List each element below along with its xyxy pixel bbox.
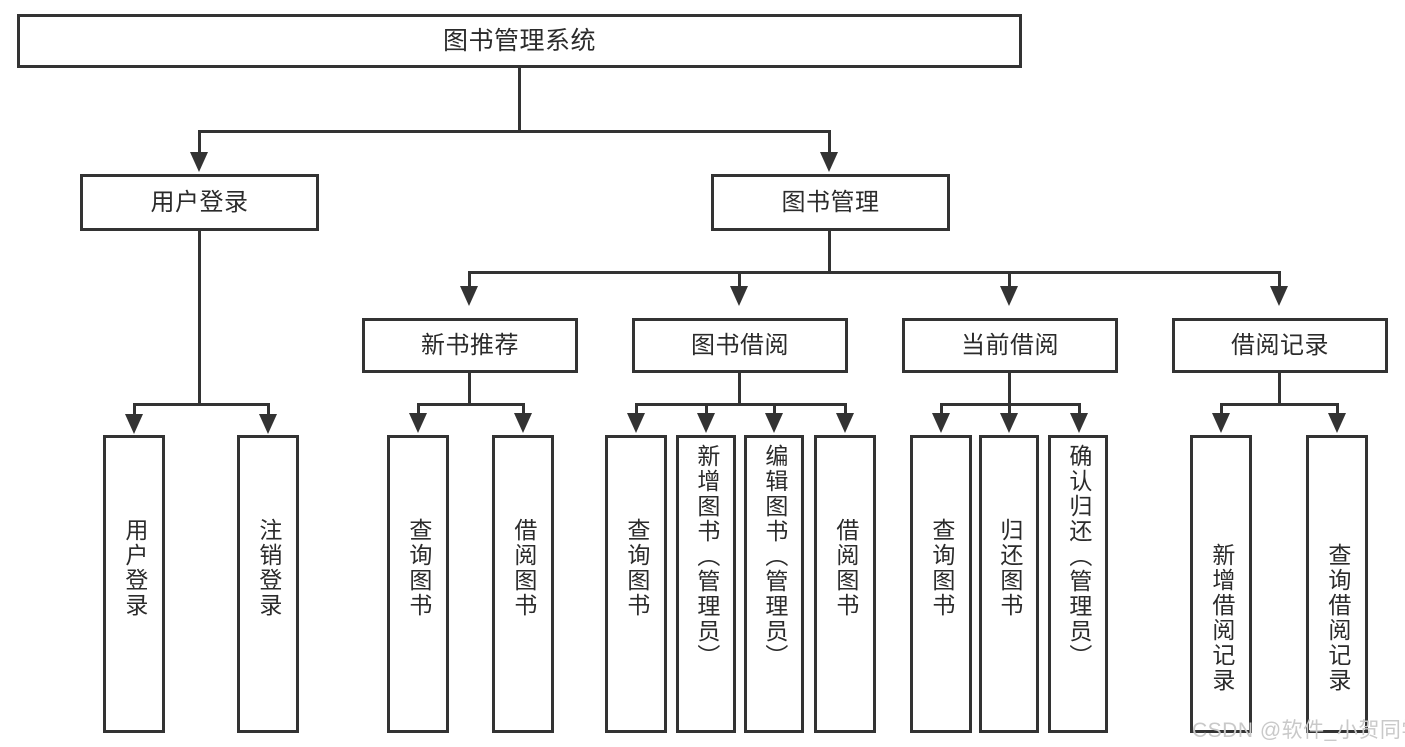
node-label: 查询图书 xyxy=(405,518,432,618)
arrowhead-leaf-add-book xyxy=(697,413,715,433)
connector-drop-user-login xyxy=(198,130,201,155)
node-label: 借阅图书 xyxy=(832,518,859,618)
node-label: 新书推荐 xyxy=(421,331,519,359)
connector-drop-book-management xyxy=(828,130,831,155)
node-leaf-borrow-book-1[interactable]: 借阅图书 xyxy=(492,435,554,733)
node-label: 图书管理 xyxy=(781,188,880,216)
node-new-book-recommend[interactable]: 新书推荐 xyxy=(362,318,578,373)
connector-drop-leaf-add-record xyxy=(1220,403,1223,417)
arrowhead-leaf-borrow-book-2 xyxy=(836,413,854,433)
node-leaf-borrow-book-2[interactable]: 借阅图书 xyxy=(814,435,876,733)
connector-drop-leaf-edit-book xyxy=(773,403,776,417)
node-label: 查询借阅记录 xyxy=(1324,543,1351,693)
node-label: 图书管理系统 xyxy=(442,26,596,55)
node-label: 借阅图书 xyxy=(510,518,537,618)
arrowhead-borrow-record xyxy=(1270,286,1288,306)
connector-bus-book-borrow xyxy=(635,403,847,406)
connector-drop-leaf-user-login xyxy=(133,403,136,418)
connector-drop-borrow-record xyxy=(1278,271,1281,289)
arrowhead-user-login xyxy=(190,152,208,172)
connector-root-stem xyxy=(518,68,521,132)
node-label: 新增图书（管理员） xyxy=(693,444,720,669)
connector-drop-leaf-return-book xyxy=(1008,403,1011,417)
connector-drop-leaf-add-book xyxy=(705,403,708,417)
arrowhead-leaf-query-book-1 xyxy=(409,413,427,433)
connector-drop-leaf-query-book-3 xyxy=(940,403,943,417)
node-book-borrow[interactable]: 图书借阅 xyxy=(632,318,848,373)
node-leaf-confirm-return[interactable]: 确认归还（管理员） xyxy=(1048,435,1108,733)
node-user-login[interactable]: 用户登录 xyxy=(80,174,319,231)
arrowhead-current-borrow xyxy=(1000,286,1018,306)
connector-stem-new-book-recommend xyxy=(468,373,471,405)
arrowhead-leaf-query-book-2 xyxy=(627,413,645,433)
connector-bus-user-login xyxy=(133,403,270,406)
node-label: 用户登录 xyxy=(121,518,148,618)
arrowhead-leaf-return-book xyxy=(1000,413,1018,433)
arrowhead-leaf-user-login xyxy=(125,414,143,434)
node-book-management[interactable]: 图书管理 xyxy=(711,174,950,231)
arrowhead-leaf-add-record xyxy=(1212,413,1230,433)
connector-drop-new-book-recommend xyxy=(468,271,471,289)
node-root-book-management-system[interactable]: 图书管理系统 xyxy=(17,14,1022,68)
arrowhead-leaf-borrow-book-1 xyxy=(514,413,532,433)
node-label: 注销登录 xyxy=(255,518,282,618)
node-leaf-return-book[interactable]: 归还图书 xyxy=(979,435,1039,733)
arrowhead-leaf-logout-login xyxy=(259,414,277,434)
arrowhead-leaf-edit-book xyxy=(765,413,783,433)
arrowhead-leaf-query-record xyxy=(1328,413,1346,433)
connector-stem-user-login xyxy=(198,231,201,405)
node-label: 确认归还（管理员） xyxy=(1065,444,1092,669)
connector-drop-book-borrow xyxy=(738,271,741,289)
node-label: 借阅记录 xyxy=(1231,331,1329,359)
arrowhead-new-book-recommend xyxy=(460,286,478,306)
connector-bus-new-book-recommend xyxy=(417,403,525,406)
csdn-watermark: CSDN @软件_小贺同学 xyxy=(1192,719,1405,742)
node-label: 编辑图书（管理员） xyxy=(761,444,788,669)
connector-stem-current-borrow xyxy=(1008,373,1011,405)
node-borrow-record[interactable]: 借阅记录 xyxy=(1172,318,1388,373)
connector-drop-leaf-logout-login xyxy=(267,403,270,418)
node-label: 用户登录 xyxy=(150,188,249,216)
connector-drop-leaf-confirm-return xyxy=(1078,403,1081,417)
connector-stem-borrow-record xyxy=(1278,373,1281,405)
node-current-borrow[interactable]: 当前借阅 xyxy=(902,318,1118,373)
connector-drop-leaf-query-book-2 xyxy=(635,403,638,417)
arrowhead-book-borrow xyxy=(730,286,748,306)
connector-stem-book-borrow xyxy=(738,373,741,405)
node-label: 查询图书 xyxy=(928,518,955,618)
node-leaf-query-book-3[interactable]: 查询图书 xyxy=(910,435,972,733)
connector-drop-leaf-query-record xyxy=(1336,403,1339,417)
arrowhead-book-management xyxy=(820,152,838,172)
connector-drop-current-borrow xyxy=(1008,271,1011,289)
node-label: 新增借阅记录 xyxy=(1208,543,1235,693)
arrowhead-leaf-confirm-return xyxy=(1070,413,1088,433)
arrowhead-leaf-query-book-3 xyxy=(932,413,950,433)
node-leaf-query-book-1[interactable]: 查询图书 xyxy=(387,435,449,733)
node-leaf-add-record[interactable]: 新增借阅记录 xyxy=(1190,435,1252,733)
connector-drop-leaf-borrow-book-2 xyxy=(844,403,847,417)
node-leaf-query-book-2[interactable]: 查询图书 xyxy=(605,435,667,733)
node-leaf-query-record[interactable]: 查询借阅记录 xyxy=(1306,435,1368,733)
node-leaf-logout-login[interactable]: 注销登录 xyxy=(237,435,299,733)
node-label: 归还图书 xyxy=(996,518,1023,618)
connector-stem-book-management xyxy=(828,231,831,273)
connector-level1-bus xyxy=(198,130,831,133)
connector-bus-level2 xyxy=(468,271,1281,274)
node-label: 当前借阅 xyxy=(961,331,1059,359)
connector-drop-leaf-borrow-book-1 xyxy=(522,403,525,417)
node-leaf-edit-book[interactable]: 编辑图书（管理员） xyxy=(744,435,804,733)
connector-bus-borrow-record xyxy=(1220,403,1339,406)
node-leaf-user-login[interactable]: 用户登录 xyxy=(103,435,165,733)
node-label: 查询图书 xyxy=(623,518,650,618)
connector-drop-leaf-query-book-1 xyxy=(417,403,420,417)
node-label: 图书借阅 xyxy=(691,331,789,359)
node-leaf-add-book[interactable]: 新增图书（管理员） xyxy=(676,435,736,733)
